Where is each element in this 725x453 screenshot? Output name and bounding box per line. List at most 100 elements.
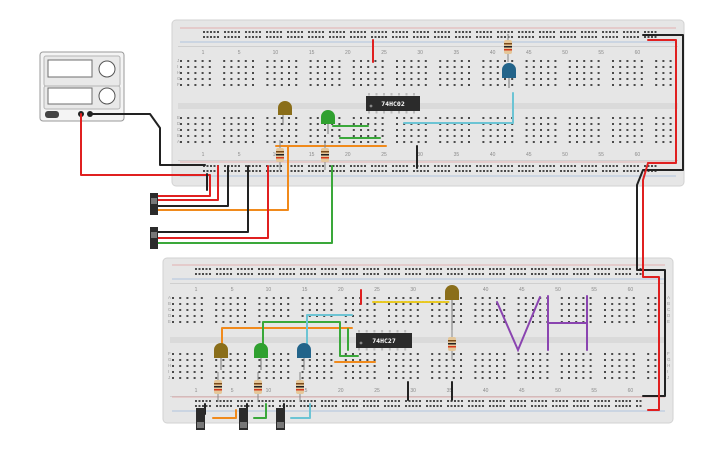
breadboard-hole[interactable] [441, 165, 443, 167]
breadboard-hole[interactable] [608, 268, 610, 270]
breadboard-hole[interactable] [612, 117, 614, 119]
breadboard-hole[interactable] [618, 309, 621, 311]
breadboard-hole[interactable] [280, 31, 282, 33]
breadboard-hole[interactable] [654, 371, 657, 373]
breadboard-hole[interactable] [202, 273, 204, 275]
breadboard-hole[interactable] [330, 297, 333, 299]
breadboard-hole[interactable] [481, 365, 484, 367]
breadboard-hole[interactable] [540, 141, 542, 143]
breadboard-hole[interactable] [559, 405, 561, 407]
breadboard-hole[interactable] [402, 303, 405, 305]
breadboard-hole[interactable] [546, 165, 548, 167]
breadboard-hole[interactable] [511, 84, 514, 86]
breadboard-hole[interactable] [230, 117, 233, 119]
breadboard-hole[interactable] [403, 78, 406, 80]
breadboard-hole[interactable] [597, 400, 600, 402]
breadboard-hole[interactable] [381, 135, 384, 137]
breadboard-hole[interactable] [540, 66, 542, 68]
breadboard-hole[interactable] [547, 141, 550, 143]
breadboard-hole[interactable] [258, 371, 261, 373]
breadboard-hole[interactable] [252, 36, 254, 38]
breadboard-hole[interactable] [381, 31, 384, 33]
breadboard-hole[interactable] [409, 309, 412, 311]
wire-cyan[interactable] [403, 92, 514, 124]
breadboard-hole[interactable] [395, 377, 398, 379]
breadboard-hole[interactable] [360, 78, 362, 80]
breadboard-hole[interactable] [528, 165, 531, 167]
breadboard-hole[interactable] [187, 78, 190, 80]
breadboard-hole[interactable] [532, 129, 535, 131]
resistor[interactable] [276, 140, 284, 170]
breadboard-hole[interactable] [584, 165, 587, 167]
breadboard-hole[interactable] [574, 170, 576, 172]
breadboard-hole[interactable] [481, 303, 484, 305]
breadboard-hole[interactable] [301, 365, 304, 367]
breadboard-hole[interactable] [288, 117, 290, 119]
breadboard-hole[interactable] [179, 315, 182, 317]
breadboard-hole[interactable] [575, 353, 578, 355]
breadboard-hole[interactable] [439, 117, 442, 119]
breadboard-hole[interactable] [605, 165, 608, 167]
breadboard-hole[interactable] [513, 268, 516, 270]
breadboard-hole[interactable] [374, 84, 377, 86]
breadboard-hole[interactable] [416, 309, 419, 311]
breadboard-hole[interactable] [258, 315, 261, 317]
breadboard-hole[interactable] [476, 170, 478, 172]
breadboard-hole[interactable] [618, 353, 621, 355]
breadboard-hole[interactable] [416, 365, 419, 367]
breadboard-hole[interactable] [240, 268, 243, 270]
breadboard-hole[interactable] [445, 321, 448, 323]
breadboard-hole[interactable] [402, 321, 405, 323]
breadboard-hole[interactable] [504, 117, 506, 119]
breadboard-hole[interactable] [496, 377, 498, 379]
breadboard-hole[interactable] [324, 78, 326, 80]
breadboard-hole[interactable] [507, 31, 510, 33]
breadboard-hole[interactable] [367, 66, 370, 68]
breadboard-hole[interactable] [272, 365, 275, 367]
breadboard-hole[interactable] [273, 135, 276, 137]
breadboard-hole[interactable] [272, 268, 274, 270]
breadboard-hole[interactable] [280, 297, 282, 299]
breadboard-hole[interactable] [560, 377, 563, 379]
breadboard-hole[interactable] [410, 66, 413, 68]
breadboard-hole[interactable] [655, 141, 658, 143]
breadboard-hole[interactable] [338, 60, 341, 62]
breadboard-hole[interactable] [538, 268, 540, 270]
breadboard-hole[interactable] [208, 141, 211, 143]
breadboard-hole[interactable] [402, 365, 405, 367]
breadboard-hole[interactable] [622, 400, 624, 402]
breadboard-hole[interactable] [576, 123, 578, 125]
breadboard-hole[interactable] [352, 78, 355, 80]
breadboard-hole[interactable] [252, 117, 254, 119]
breadboard-hole[interactable] [229, 297, 232, 299]
breadboard-hole[interactable] [416, 377, 419, 379]
breadboard-hole[interactable] [496, 273, 498, 275]
breadboard-hole[interactable] [590, 60, 593, 62]
breadboard-hole[interactable] [524, 400, 526, 402]
breadboard-hole[interactable] [669, 84, 672, 86]
breadboard-hole[interactable] [468, 84, 470, 86]
breadboard-hole[interactable] [395, 365, 398, 367]
breadboard-hole[interactable] [222, 297, 225, 299]
breadboard-hole[interactable] [251, 400, 253, 402]
breadboard-hole[interactable] [453, 60, 456, 62]
breadboard-hole[interactable] [374, 31, 377, 33]
breadboard-hole[interactable] [344, 353, 347, 355]
breadboard-hole[interactable] [186, 297, 189, 299]
breadboard-hole[interactable] [584, 31, 587, 33]
breadboard-hole[interactable] [259, 31, 261, 33]
breadboard-hole[interactable] [594, 400, 596, 402]
breadboard-hole[interactable] [198, 273, 201, 275]
breadboard-hole[interactable] [200, 303, 203, 305]
breadboard-hole[interactable] [265, 377, 268, 379]
breadboard-hole[interactable] [244, 84, 247, 86]
breadboard-hole[interactable] [492, 268, 495, 270]
breadboard-hole[interactable] [504, 141, 506, 143]
breadboard-hole[interactable] [415, 400, 418, 402]
breadboard-hole[interactable] [489, 141, 492, 143]
breadboard-hole[interactable] [532, 353, 534, 355]
breadboard-hole[interactable] [504, 84, 506, 86]
breadboard-hole[interactable] [332, 170, 335, 172]
breadboard-hole[interactable] [352, 377, 354, 379]
breadboard-hole[interactable] [654, 36, 657, 38]
